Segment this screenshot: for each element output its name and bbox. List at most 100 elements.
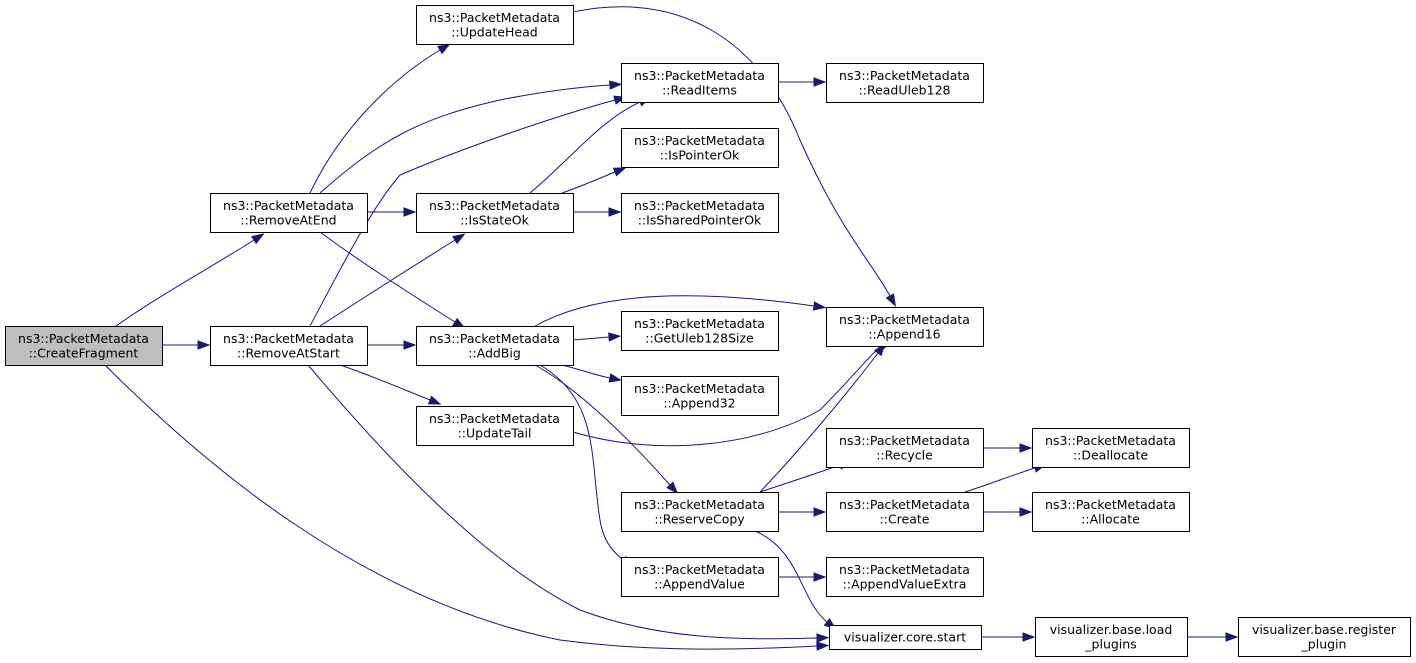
node-box (829, 625, 982, 650)
arrowhead-add_big (403, 340, 417, 350)
edge-remove_at_end-to-read_items (319, 84, 611, 194)
node-create[interactable]: ns3::PacketMetadata::Create (826, 492, 984, 532)
edge-remove_at_start-to-update_tail (339, 364, 431, 401)
arrowhead-get_uleb128_size (608, 332, 622, 342)
node-label-member: ::AddBig (468, 345, 521, 360)
arrowhead-is_state_ok (452, 233, 466, 245)
edge-create_fragment-to-visualizer_core_start (104, 364, 818, 650)
arrowhead-remove_at_end (251, 233, 265, 245)
node-label-namespace: visualizer.base.register (1252, 622, 1397, 637)
node-is-pointer-ok[interactable]: ns3::PacketMetadata::IsPointerOk (621, 128, 779, 168)
node-get-uleb128-size[interactable]: ns3::PacketMetadata::GetUleb128Size (621, 311, 779, 351)
node-box (621, 193, 779, 233)
node-label-namespace: ns3::PacketMetadata (634, 381, 765, 396)
node-label-namespace: ns3::PacketMetadata (839, 312, 970, 327)
arrowhead-append_value_extra (813, 572, 827, 582)
node-deallocate[interactable]: ns3::PacketMetadata::Deallocate (1032, 428, 1190, 468)
arrowhead-append16 (873, 343, 886, 357)
node-label-namespace: ns3::PacketMetadata (429, 198, 560, 213)
node-box (826, 307, 984, 347)
node-label-member: ::Append16 (868, 326, 940, 341)
arrowhead-update_tail (427, 395, 442, 405)
node-read-items[interactable]: ns3::PacketMetadata::ReadItems (621, 63, 779, 103)
arrowhead-read_items (609, 80, 623, 90)
node-label-namespace: ns3::PacketMetadata (839, 497, 970, 512)
node-label-member: ::IsStateOk (460, 212, 530, 227)
node-label-namespace: ns3::PacketMetadata (634, 316, 765, 331)
edge-create_fragment-to-remove_at_end (115, 239, 255, 327)
node-update-tail[interactable]: ns3::PacketMetadata::UpdateTail (416, 406, 574, 446)
node-register-plugin[interactable]: visualizer.base.register_plugin (1238, 617, 1411, 657)
node-box (210, 326, 368, 366)
arrowhead-deallocate (1019, 443, 1033, 453)
node-append32[interactable]: ns3::PacketMetadata::Append32 (621, 376, 779, 416)
node-box (621, 557, 779, 597)
node-label-member: _plugin (1301, 636, 1347, 651)
node-label-namespace: ns3::PacketMetadata (18, 331, 149, 346)
node-label-namespace: ns3::PacketMetadata (223, 198, 354, 213)
node-label-member: ::CreateFragment (29, 345, 139, 360)
node-label-namespace: ns3::PacketMetadata (839, 433, 970, 448)
arrowhead-append32 (608, 373, 623, 383)
node-add-big[interactable]: ns3::PacketMetadata::AddBig (416, 326, 574, 366)
edge-remove_at_end-to-add_big (319, 231, 456, 323)
node-append-value[interactable]: ns3::PacketMetadata::AppendValue (621, 557, 779, 597)
node-is-state-ok[interactable]: ns3::PacketMetadata::IsStateOk (416, 193, 574, 233)
node-box (621, 63, 779, 103)
node-remove-at-start[interactable]: ns3::PacketMetadata::RemoveAtStart (210, 326, 368, 366)
node-label-namespace: ns3::PacketMetadata (634, 497, 765, 512)
node-label-namespace: visualizer.core.start (844, 630, 966, 645)
edge-is_state_ok-to-read_items (529, 101, 641, 194)
node-update-head[interactable]: ns3::PacketMetadata::UpdateHead (416, 5, 574, 45)
node-box (416, 5, 574, 45)
edge-update_head-to-append16 (572, 6, 891, 297)
node-remove-at-end[interactable]: ns3::PacketMetadata::RemoveAtEnd (210, 193, 368, 233)
node-label-member: ::Allocate (1081, 511, 1140, 526)
node-label-namespace: ns3::PacketMetadata (634, 133, 765, 148)
node-box (826, 63, 984, 103)
edge-update_tail-to-append16 (572, 344, 883, 447)
node-box (826, 492, 984, 532)
node-box (416, 406, 574, 446)
node-label-member: ::Deallocate (1073, 447, 1148, 462)
arrowhead-allocate (1019, 507, 1033, 517)
node-create-fragment[interactable]: ns3::PacketMetadata::CreateFragment (5, 326, 163, 366)
node-label-member: ::AppendValue (654, 576, 745, 591)
node-label-member: ::GetUleb128Size (645, 330, 754, 345)
node-box (1032, 492, 1190, 532)
node-box (5, 326, 163, 366)
node-is-shared-pointer-ok[interactable]: ns3::PacketMetadata::IsSharedPointerOk (621, 193, 779, 233)
node-visualizer-core-start[interactable]: visualizer.core.start (829, 625, 982, 650)
node-read-uleb128[interactable]: ns3::PacketMetadata::ReadUleb128 (826, 63, 984, 103)
node-label-namespace: ns3::PacketMetadata (634, 562, 765, 577)
node-label-member: _plugins (1084, 636, 1136, 651)
node-box (416, 193, 574, 233)
node-allocate[interactable]: ns3::PacketMetadata::Allocate (1032, 492, 1190, 532)
edge-add_big-to-append32 (561, 364, 611, 379)
node-label-member: ::UpdateTail (458, 425, 532, 440)
node-box (1035, 617, 1188, 657)
node-label-member: ::Recycle (876, 447, 933, 462)
node-label-namespace: ns3::PacketMetadata (839, 562, 970, 577)
arrowhead-update_head (437, 43, 451, 55)
edge-reserve_copy-to-append16 (759, 352, 879, 493)
node-box (1238, 617, 1411, 657)
node-box (826, 557, 984, 597)
node-recycle[interactable]: ns3::PacketMetadata::Recycle (826, 428, 984, 468)
arrowhead-visualizer_core_start (816, 633, 830, 643)
node-label-member: ::ReserveCopy (654, 511, 745, 526)
node-append-value-extra[interactable]: ns3::PacketMetadata::AppendValueExtra (826, 557, 984, 597)
node-append16[interactable]: ns3::PacketMetadata::Append16 (826, 307, 984, 347)
node-label-namespace: ns3::PacketMetadata (429, 10, 560, 25)
node-box (826, 428, 984, 468)
arrowhead-append16 (885, 293, 897, 307)
node-label-namespace: ns3::PacketMetadata (1045, 497, 1176, 512)
node-load-plugins[interactable]: visualizer.base.load_plugins (1035, 617, 1188, 657)
node-label-namespace: ns3::PacketMetadata (429, 411, 560, 426)
node-box (621, 128, 779, 168)
node-reserve-copy[interactable]: ns3::PacketMetadata::ReserveCopy (621, 492, 779, 532)
node-label-member: ::AppendValueExtra (843, 576, 967, 591)
node-label-namespace: ns3::PacketMetadata (839, 68, 970, 83)
arrowhead-remove_at_start (197, 340, 211, 350)
